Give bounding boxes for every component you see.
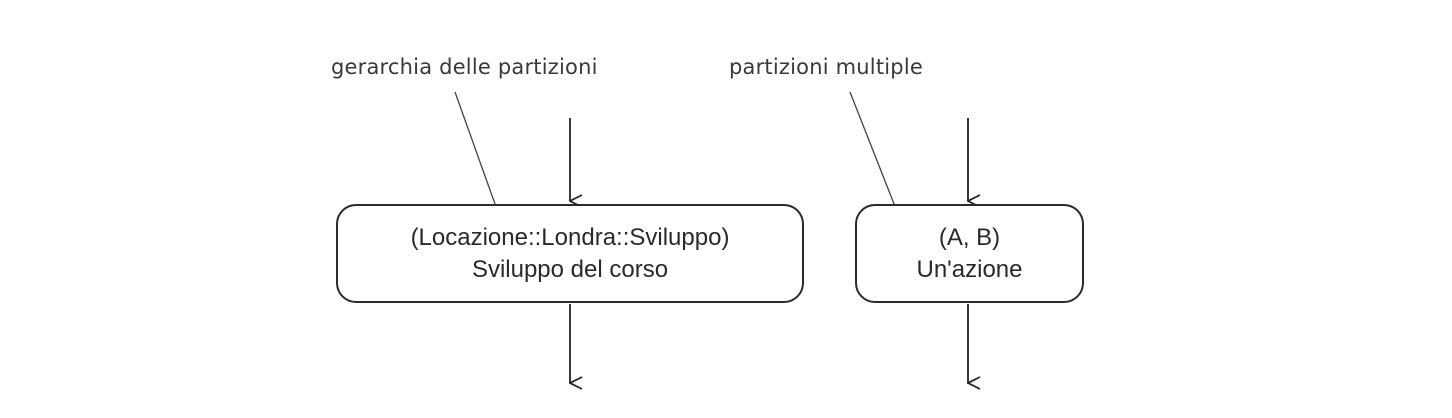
action-name-label: Sviluppo del corso	[471, 255, 669, 283]
action-name-label: Un'azione	[916, 255, 1023, 283]
action-partition-label: (Locazione::Londra::Sviluppo)	[410, 223, 730, 251]
multiple-leader-line	[849, 91, 899, 215]
multiple-annotation: partizioni multiple	[729, 55, 923, 79]
hierarchy-annotation: gerarchia delle partizioni	[331, 55, 598, 79]
hierarchy-leader-line	[454, 91, 496, 205]
action-node-course-development: (Locazione::Londra::Sviluppo) Sviluppo d…	[336, 204, 804, 303]
action-node-generic: (A, B) Un'azione	[855, 204, 1084, 303]
action-partition-label: (A, B)	[938, 223, 1001, 251]
